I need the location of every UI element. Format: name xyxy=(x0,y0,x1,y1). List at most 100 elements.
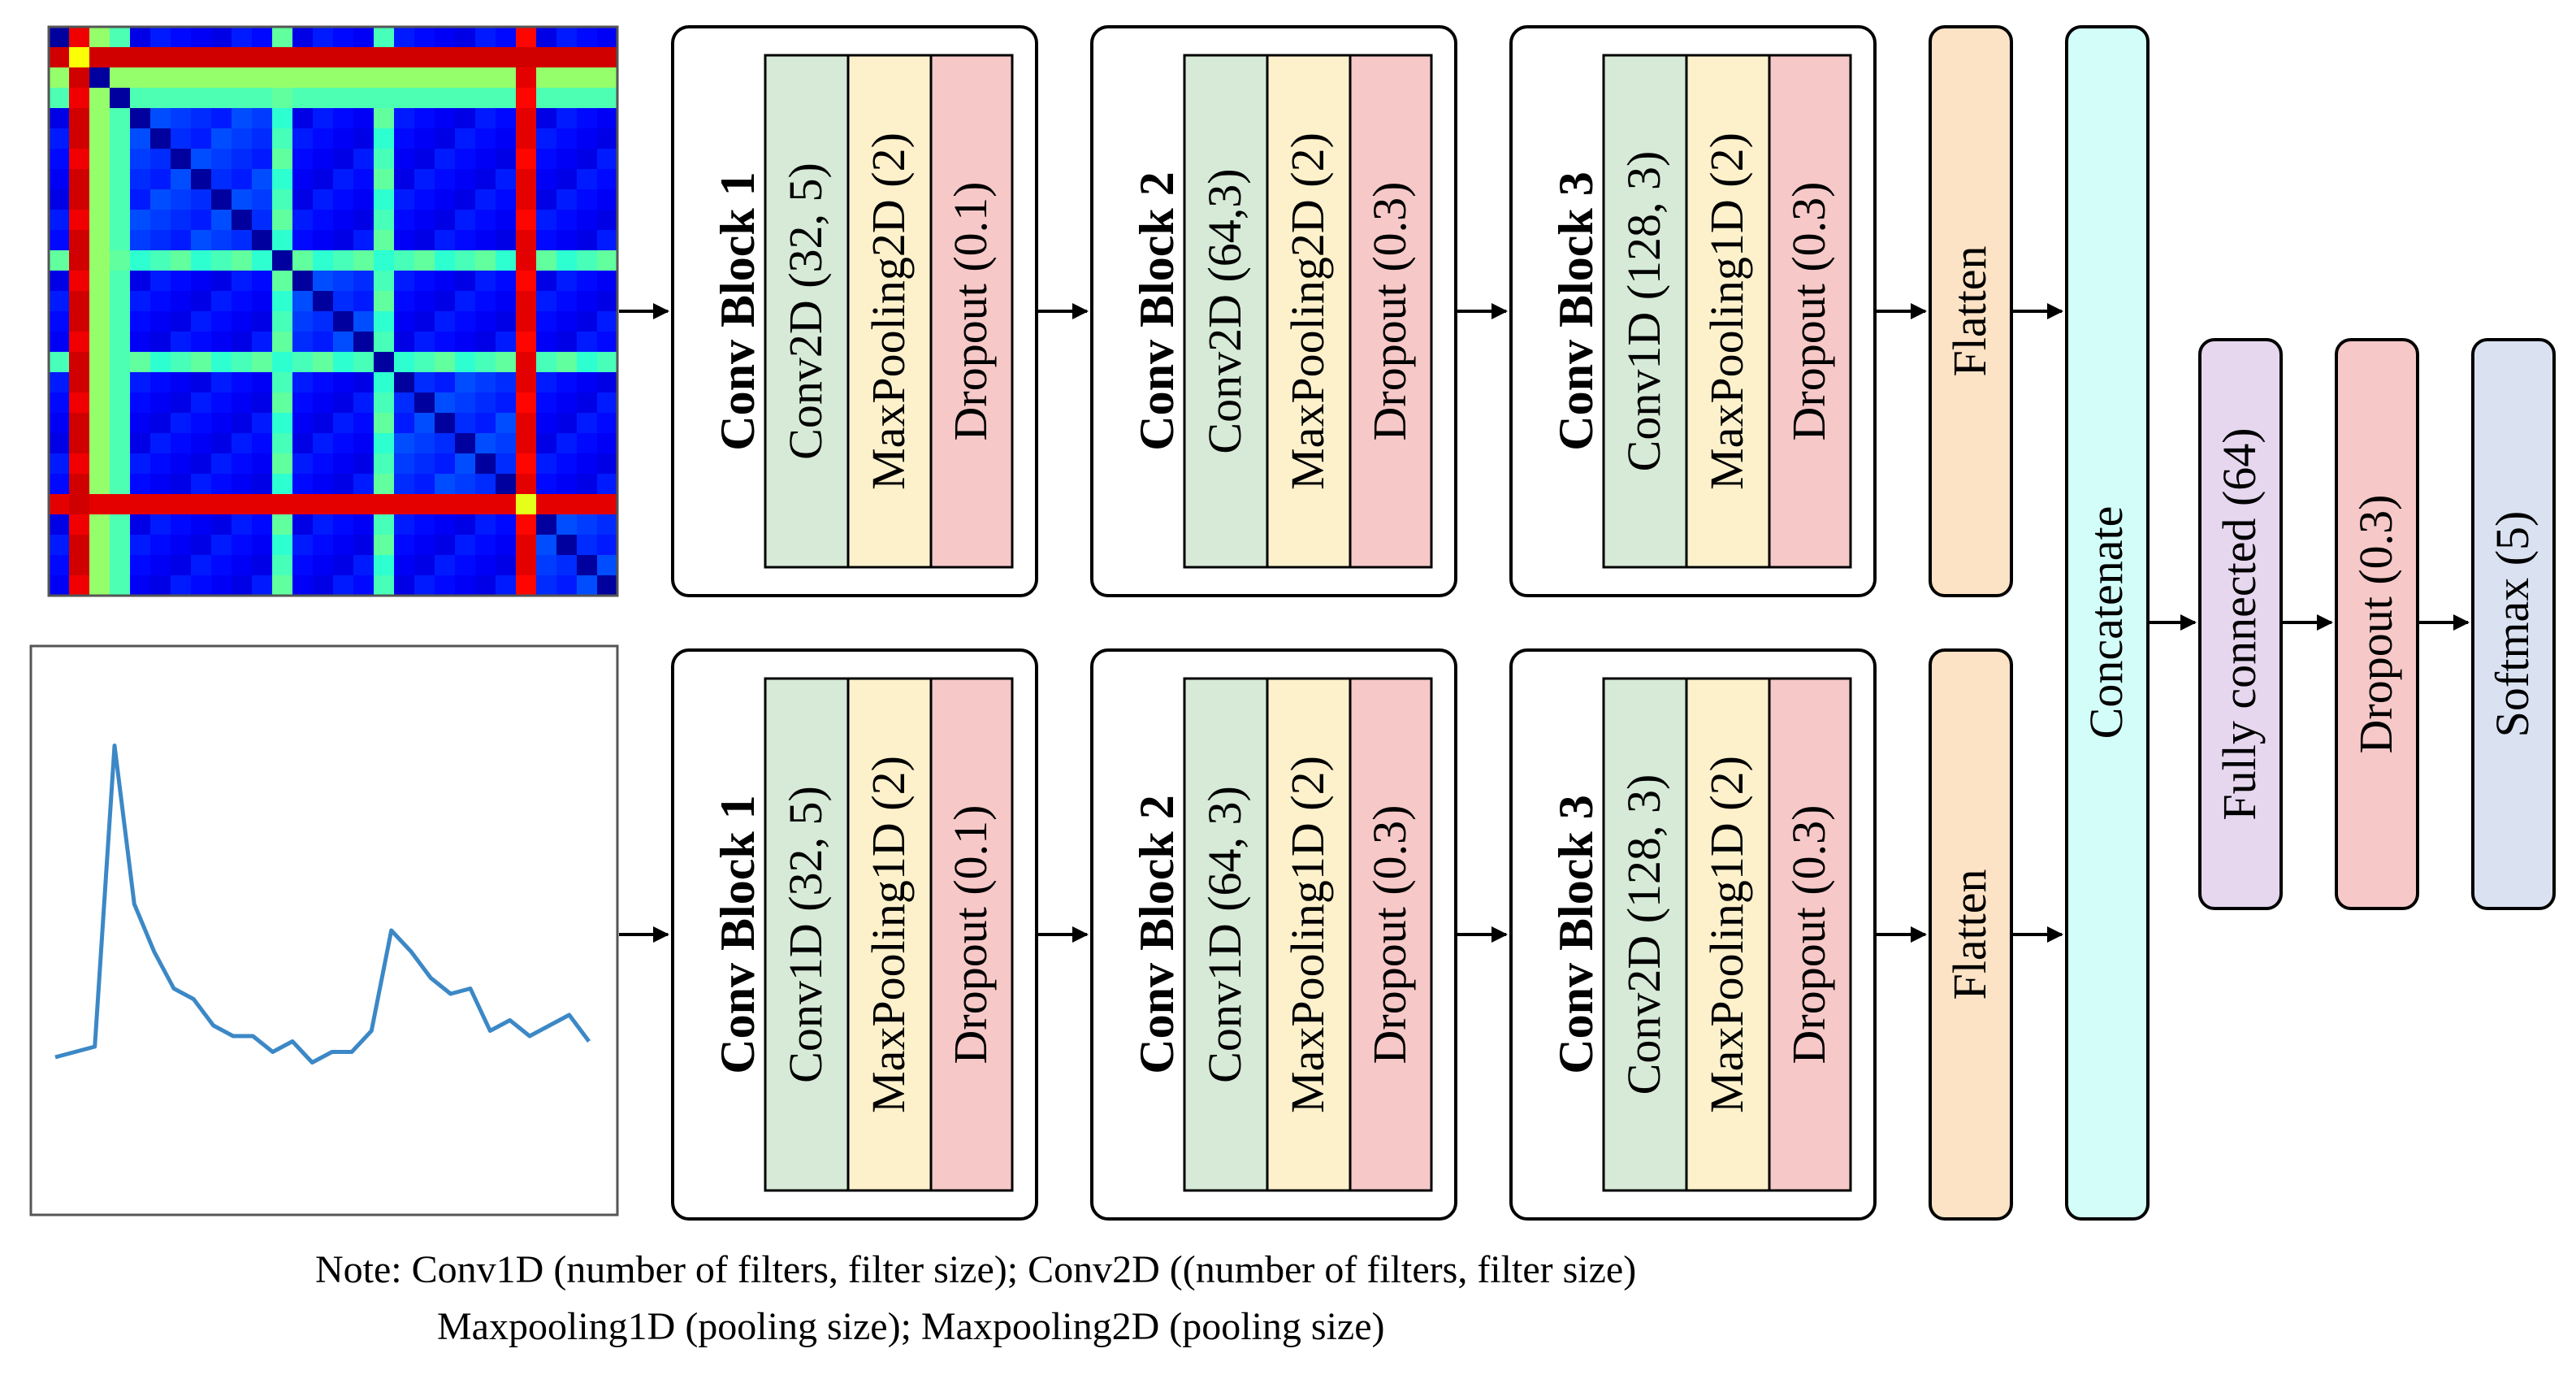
heatmap-cell xyxy=(455,271,476,292)
heatmap-cell xyxy=(150,189,171,210)
dropout-layer-label: Dropout (0.1) xyxy=(944,805,997,1065)
top-conv-block-2: Conv Block 2 Conv2D (64,3) MaxPooling2D … xyxy=(1090,25,1457,597)
heatmap-cell xyxy=(496,453,517,475)
heatmap-cell xyxy=(455,169,476,190)
heatmap-cell xyxy=(455,332,476,353)
heatmap-cell xyxy=(597,27,618,48)
heatmap-cell xyxy=(333,372,354,393)
heatmap-cell xyxy=(232,332,253,353)
heatmap-cell xyxy=(211,27,232,48)
heatmap-cell xyxy=(516,433,537,454)
heatmap-cell xyxy=(394,453,415,475)
heatmap-cell xyxy=(353,210,374,231)
heatmap-cell xyxy=(49,575,70,596)
heatmap-cell xyxy=(455,250,476,271)
heatmap-cell xyxy=(110,108,131,129)
heatmap-cell xyxy=(69,47,90,68)
heatmap-cell xyxy=(171,67,192,89)
heatmap-cell xyxy=(171,230,192,251)
block-title: Conv Block 3 xyxy=(1549,171,1603,450)
heatmap-cell xyxy=(455,149,476,170)
heatmap-cell xyxy=(69,67,90,89)
heatmap-cell xyxy=(150,291,171,312)
heatmap-cell xyxy=(577,67,598,89)
heatmap-cell xyxy=(232,149,253,170)
heatmap-cell xyxy=(211,128,232,150)
heatmap-cell xyxy=(333,474,354,495)
heatmap-cell xyxy=(191,535,212,556)
heatmap-cell xyxy=(597,47,618,68)
heatmap-cell xyxy=(475,413,496,434)
heatmap-cell xyxy=(150,210,171,231)
heatmap-cell xyxy=(130,433,151,454)
heatmap-cell xyxy=(475,453,496,475)
heatmap-cell xyxy=(556,291,578,312)
heatmap-cell xyxy=(455,555,476,576)
heatmap-cell xyxy=(89,332,110,353)
heatmap-cell xyxy=(577,291,598,312)
heatmap-cell xyxy=(252,392,273,414)
signal-series-line xyxy=(54,744,591,1065)
heatmap-cell xyxy=(49,555,70,576)
heatmap-cell xyxy=(252,189,273,210)
heatmap-cell xyxy=(496,352,517,373)
heatmap-cell xyxy=(171,311,192,332)
heatmap-cell xyxy=(333,67,354,89)
heatmap-cell xyxy=(211,372,232,393)
heatmap-cell xyxy=(414,535,435,556)
heatmap-cell xyxy=(414,453,435,475)
heatmap-cell xyxy=(435,332,456,353)
heatmap-cell xyxy=(556,67,578,89)
heatmap-cell xyxy=(556,189,578,210)
heatmap-cell xyxy=(333,352,354,373)
heatmap-cell xyxy=(597,88,618,109)
heatmap-cell xyxy=(556,271,578,292)
heatmap-cell xyxy=(577,514,598,536)
heatmap-cell xyxy=(252,494,273,515)
heatmap-cell xyxy=(353,67,374,89)
heatmap-cell xyxy=(110,67,131,89)
heatmap-cell xyxy=(333,392,354,414)
heatmap-cell xyxy=(130,474,151,495)
heatmap-cell xyxy=(353,291,374,312)
heatmap-cell xyxy=(536,210,557,231)
heatmap-cell xyxy=(394,250,415,271)
heatmap-cell xyxy=(110,250,131,271)
heatmap-cell xyxy=(374,474,395,495)
heatmap-cell xyxy=(577,311,598,332)
heatmap-cell xyxy=(89,494,110,515)
heatmap-cell xyxy=(496,555,517,576)
heatmap-cell xyxy=(435,535,456,556)
heatmap-cell xyxy=(496,332,517,353)
heatmap-cell xyxy=(577,433,598,454)
heatmap-cell xyxy=(556,169,578,190)
heatmap-cell xyxy=(435,47,456,68)
heatmap-cell xyxy=(333,494,354,515)
heatmap-cell xyxy=(171,535,192,556)
heatmap-cell xyxy=(536,494,557,515)
heatmap-cell xyxy=(69,169,90,190)
heatmap-cell xyxy=(374,149,395,170)
heatmap-cell xyxy=(191,27,212,48)
heatmap-cell xyxy=(232,27,253,48)
heatmap-cell xyxy=(577,332,598,353)
heatmap-cell xyxy=(353,575,374,596)
heatmap-cell xyxy=(516,27,537,48)
heatmap-cell xyxy=(394,555,415,576)
heatmap-cell xyxy=(597,291,618,312)
heatmap-cell xyxy=(130,352,151,373)
heatmap-cell xyxy=(69,271,90,292)
heatmap-cell xyxy=(597,332,618,353)
heatmap-cell xyxy=(394,189,415,210)
heatmap-cell xyxy=(455,372,476,393)
heatmap-cell xyxy=(516,372,537,393)
heatmap-cell xyxy=(292,555,314,576)
heatmap-cell xyxy=(49,311,70,332)
heatmap-cell xyxy=(130,372,151,393)
heatmap-cell xyxy=(232,514,253,536)
heatmap-cell xyxy=(211,494,232,515)
heatmap-cell xyxy=(556,27,578,48)
heatmap-cell xyxy=(353,47,374,68)
heatmap-cell xyxy=(130,311,151,332)
heatmap-cell xyxy=(252,27,273,48)
